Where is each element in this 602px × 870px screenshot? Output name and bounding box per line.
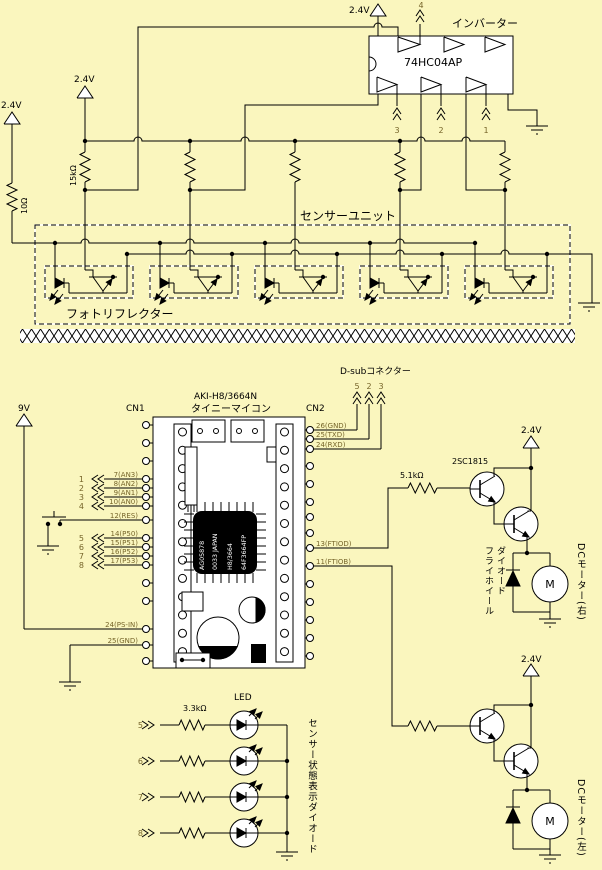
serial-pin-label-2: 24(RXD): [316, 441, 346, 449]
an-net-0: 1: [79, 475, 84, 484]
base-res-label: 5.1kΩ: [400, 471, 423, 480]
led-net-3: 8: [138, 829, 143, 838]
photo-reflector-2: [149, 190, 239, 305]
net-bottom-1: 2: [438, 126, 443, 135]
power-2v4-left: 2.4V 10Ω: [1, 101, 29, 243]
power-label-2v4-mr: 2.4V: [521, 426, 542, 436]
net-bottom-0: 3: [394, 126, 399, 135]
photo-reflector-title: フォトリフレクター: [66, 307, 174, 321]
ic-part-label: 74HC04AP: [404, 56, 462, 69]
an-net-1: 2: [79, 484, 84, 493]
floor-hatch: [20, 329, 575, 343]
net-bottom-2: 1: [483, 126, 488, 135]
power-label-2v4-a: 2.4V: [1, 101, 22, 111]
mcu-subtitle: タイニーマイコン: [191, 403, 271, 415]
an-pin-label-2: 9(AN1): [114, 489, 139, 497]
chip-marking-3: 64F3664FP: [241, 535, 248, 570]
chip-marking-2: H8/3664: [227, 543, 234, 570]
p5-pin-label-2: 16(P52): [111, 548, 139, 556]
an-pin-label-1: 8(AN2): [114, 480, 139, 488]
pullup-resistors: 15kΩ: [69, 141, 512, 193]
chip-marking-0: AG05878: [199, 541, 206, 570]
transistor-label: 2SC1815: [452, 457, 488, 466]
serial-pin-label-0: 26(GND): [316, 422, 347, 430]
p5-pin-label-3: 17(P53): [111, 557, 139, 565]
power-label-9v: 9V: [18, 404, 31, 414]
inverter-ic: 74HC04AP インバーター 4 3 2 1 2.4V: [349, 1, 548, 135]
ftiod-label: 13(FTIOD): [316, 540, 352, 548]
ps-in-label: 24(PS-IN): [105, 621, 138, 629]
inverter-title: インバーター: [452, 17, 518, 30]
motor-driver-left: 2.4V M: [469, 655, 569, 864]
p5-net-1: 6: [79, 543, 84, 552]
photo-reflector-3: [254, 190, 344, 305]
gnd-pin-label: 25(GND): [108, 637, 139, 645]
p5-net-2: 7: [79, 552, 84, 561]
cn2-wiring: D-subコネクター 5 26(GND) 2 25(TXD) 3 24(RXD) 13(FTI…: [313, 366, 470, 733]
motor-driver-right: 2SC1815 2.4V M: [452, 426, 569, 628]
led-net-2: 7: [138, 793, 143, 802]
net-4-top: 4: [418, 1, 423, 10]
dc-motor-left-label: DCモーター(左): [575, 779, 586, 857]
sensor-to-inverter-wires: [85, 22, 505, 191]
power-label-2v4-b: 2.4V: [74, 75, 95, 85]
serial-pin-label-1: 25(TXD): [316, 431, 345, 439]
led-res-label: 3.3kΩ: [183, 704, 206, 713]
cn1-wiring: 7(AN3) 1 8(AN2) 2 9(AN1) 3 10(AN0) 4 14(P50) 5 15(…: [15, 404, 143, 691]
led-title: LED: [234, 693, 252, 703]
photo-reflector-5: [464, 190, 554, 305]
photo-reflector-4: [359, 190, 449, 305]
power-2v4-rail: 2.4V: [74, 75, 505, 152]
power-label-2v4-ml: 2.4V: [521, 655, 542, 665]
cn1-label: CN1: [126, 404, 145, 414]
dsub-pin-0: 5: [354, 382, 359, 391]
an-pin-label-0: 7(AN3): [114, 471, 139, 479]
led-net-1: 6: [138, 757, 143, 766]
p5-pin-label-1: 15(P51): [111, 539, 139, 547]
res-pin-label: 12(RES): [110, 512, 138, 520]
p5-pin-label-0: 14(P50): [111, 530, 139, 538]
p5-net-3: 8: [79, 561, 84, 570]
chip-marking-1: 0033 JAPAN: [212, 533, 219, 570]
an-net-2: 3: [79, 493, 84, 502]
photo-reflector-1: [44, 190, 134, 305]
an-net-3: 4: [79, 502, 84, 511]
led-net-0: 5: [138, 721, 143, 730]
power-label-2v4-ic: 2.4V: [349, 6, 370, 16]
resistor-label-15k: 15kΩ: [69, 165, 78, 186]
motor-left-m: M: [545, 815, 555, 828]
p5-net-0: 5: [79, 534, 84, 543]
sensor-unit-title: センサーユニット: [300, 209, 396, 223]
led-block: LED 3.3kΩ 5 6 7 8: [138, 693, 298, 861]
cn2-label: CN2: [306, 404, 325, 414]
sensor-status-diode-label: センサー状態表示ダイオード: [306, 718, 317, 855]
dc-motor-right-label: DCモーター(右): [575, 543, 586, 621]
an-pin-label-3: 10(AN0): [109, 498, 138, 506]
motor-right-m: M: [545, 578, 555, 591]
flywheel-diode-label: フライホイール ダイオード: [483, 546, 505, 616]
mcu-title: AKI-H8/3664N: [194, 392, 257, 402]
resistor-label-10ohm: 10Ω: [20, 198, 29, 214]
dsub-pin-2: 3: [378, 382, 383, 391]
ftiob-label: 11(FTIOB): [316, 558, 351, 566]
dsub-title: D-subコネクター: [340, 366, 411, 377]
dsub-pin-1: 2: [366, 382, 371, 391]
